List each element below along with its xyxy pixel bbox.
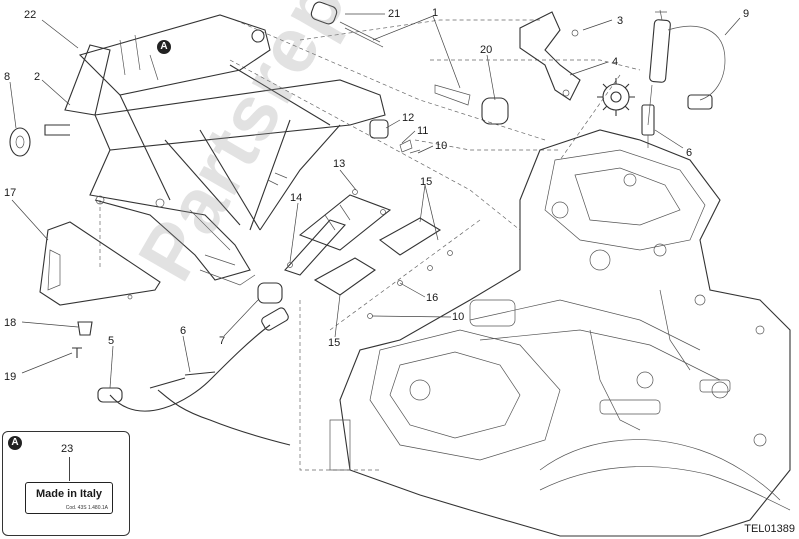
- callout-1: 1: [432, 7, 438, 19]
- ecu-bracket: [284, 189, 453, 319]
- label-code: Cod. 43S 1.480.1A: [65, 505, 108, 511]
- gear-icon: [597, 78, 635, 116]
- callout-20: 20: [480, 44, 492, 56]
- callout-12: 12: [402, 112, 414, 124]
- callout-9: 9: [743, 8, 749, 20]
- leader-lines: [9, 13, 741, 389]
- wiring-harness: [97, 282, 291, 446]
- callout-11: 11: [417, 125, 428, 137]
- drawing-id: TEL01389: [744, 523, 795, 535]
- small-hardware: [267, 1, 509, 186]
- callout-22: 22: [24, 9, 36, 21]
- made-in-italy-label: Made in Italy Cod. 43S 1.480.1A: [25, 482, 113, 514]
- callout-5: 5: [108, 335, 114, 347]
- callout-3: 3: [617, 15, 623, 27]
- bracket-17: [39, 221, 161, 306]
- label-text: Made in Italy: [35, 488, 103, 500]
- spark-plug-6: [641, 104, 655, 148]
- callout-7: 7: [219, 335, 225, 347]
- callout-2: 2: [34, 71, 40, 83]
- callout-10-lower: 10: [452, 311, 464, 323]
- callout-16: 16: [426, 292, 438, 304]
- callout-6-plug: 6: [686, 147, 692, 159]
- callout-13: 13: [333, 158, 345, 170]
- callout-21: 21: [388, 8, 400, 20]
- ignition-coil-9: [647, 9, 726, 126]
- callout-6-harness: 6: [180, 325, 186, 337]
- inset-part-number: 23: [61, 443, 74, 455]
- callout-15-upper: 15: [420, 176, 432, 188]
- callout-18: 18: [4, 317, 16, 329]
- callout-labels: 22 21 1 3 9 8 2 20 4 12 11 10 6 13 17 14…: [4, 7, 749, 383]
- callout-14: 14: [290, 192, 302, 204]
- inset-leader: [69, 457, 70, 481]
- detail-a-inset: A 23 Made in Italy Cod. 43S 1.480.1A: [2, 431, 130, 536]
- callout-15-lower: 15: [328, 337, 340, 349]
- mount-hardware: [9, 127, 93, 358]
- frame: [44, 14, 386, 286]
- callout-10-upper: 10: [435, 140, 447, 152]
- callout-17: 17: [4, 187, 16, 199]
- callout-4: 4: [612, 56, 618, 68]
- detail-a-badge: A: [157, 40, 171, 54]
- callout-19: 19: [4, 371, 16, 383]
- callout-8: 8: [4, 71, 10, 83]
- alignment-lines: [99, 19, 641, 471]
- inset-badge: A: [8, 436, 22, 450]
- bracket-4: [519, 11, 581, 101]
- engine: [329, 129, 791, 537]
